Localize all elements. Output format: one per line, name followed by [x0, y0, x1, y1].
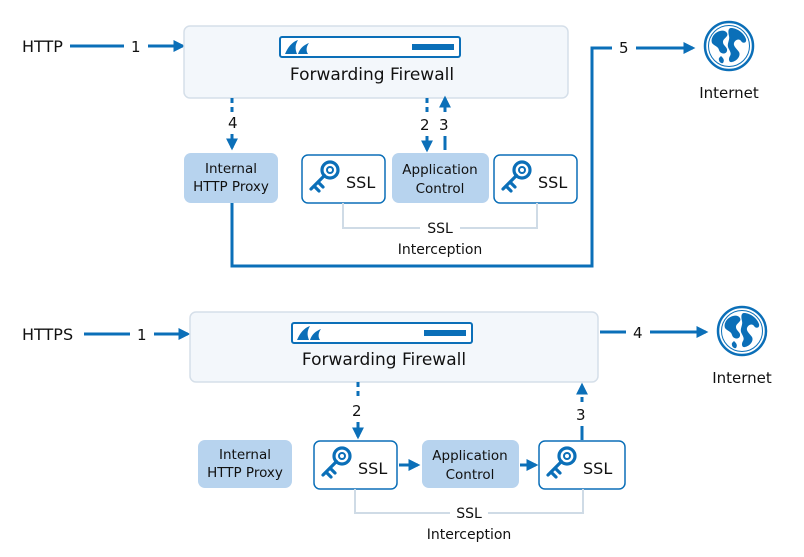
http-arrow-5-path: [230, 46, 612, 268]
http-step-2-label: 2: [420, 116, 430, 134]
https-internet-label: Internet: [712, 369, 772, 387]
https-internet-globe-icon: [716, 305, 768, 357]
http-step-3-label: 3: [439, 116, 449, 134]
https-ssl-interception-bracket: [354, 489, 584, 514]
https-ssl-left-label: SSL: [358, 459, 387, 478]
http-step-4-label: 4: [228, 114, 238, 132]
https-internal-proxy-label-line2: HTTP Proxy: [207, 465, 283, 481]
https-firewall-appliance-icon: [291, 322, 473, 344]
http-ssl-right-label: SSL: [538, 173, 567, 192]
http-application-control-label-line1: Application: [402, 162, 477, 178]
https-application-control-label-line2: Control: [446, 467, 495, 483]
http-diagram: HTTP 1 Forwarding Firewall 4 2 3 Interna…: [22, 20, 759, 268]
http-application-control-box: [392, 153, 489, 203]
https-diagram: HTTPS 1 Forwarding Firewall 4 Internet 2…: [22, 305, 772, 543]
http-internet-globe-icon: [703, 20, 755, 72]
https-application-control-box: [422, 440, 519, 488]
http-forwarding-firewall-label: Forwarding Firewall: [290, 65, 454, 85]
https-protocol-label: HTTPS: [22, 325, 73, 344]
http-protocol-label: HTTP: [22, 37, 63, 56]
https-step-1-label: 1: [137, 326, 147, 344]
https-application-control-label-line1: Application: [432, 448, 507, 464]
http-ssl-left-label: SSL: [346, 173, 375, 192]
https-internal-proxy-label-line1: Internal: [219, 447, 271, 463]
http-firewall-appliance-icon: [279, 36, 461, 58]
https-interception-label-line1: SSL: [456, 506, 482, 522]
https-forwarding-firewall-label: Forwarding Firewall: [302, 350, 466, 370]
http-application-control-label-line2: Control: [416, 181, 465, 197]
https-step-3-label: 3: [576, 406, 586, 424]
https-interception-label-line2: Interception: [427, 527, 512, 543]
http-step-1-label: 1: [131, 38, 141, 56]
http-step-5-label: 5: [619, 39, 629, 57]
http-internal-proxy-box: [184, 153, 278, 203]
http-interception-label-line1: SSL: [427, 221, 453, 237]
http-internal-proxy-label-line2: HTTP Proxy: [193, 179, 269, 195]
https-step-4-label: 4: [633, 324, 643, 342]
http-ssl-interception-bracket: [342, 203, 538, 229]
http-internal-proxy-label-line1: Internal: [205, 161, 257, 177]
http-internet-label: Internet: [699, 84, 759, 102]
http-interception-label-line2: Interception: [398, 242, 483, 258]
https-ssl-right-label: SSL: [583, 459, 612, 478]
https-step-2-label: 2: [352, 402, 362, 420]
https-internal-proxy-box: [198, 440, 292, 488]
